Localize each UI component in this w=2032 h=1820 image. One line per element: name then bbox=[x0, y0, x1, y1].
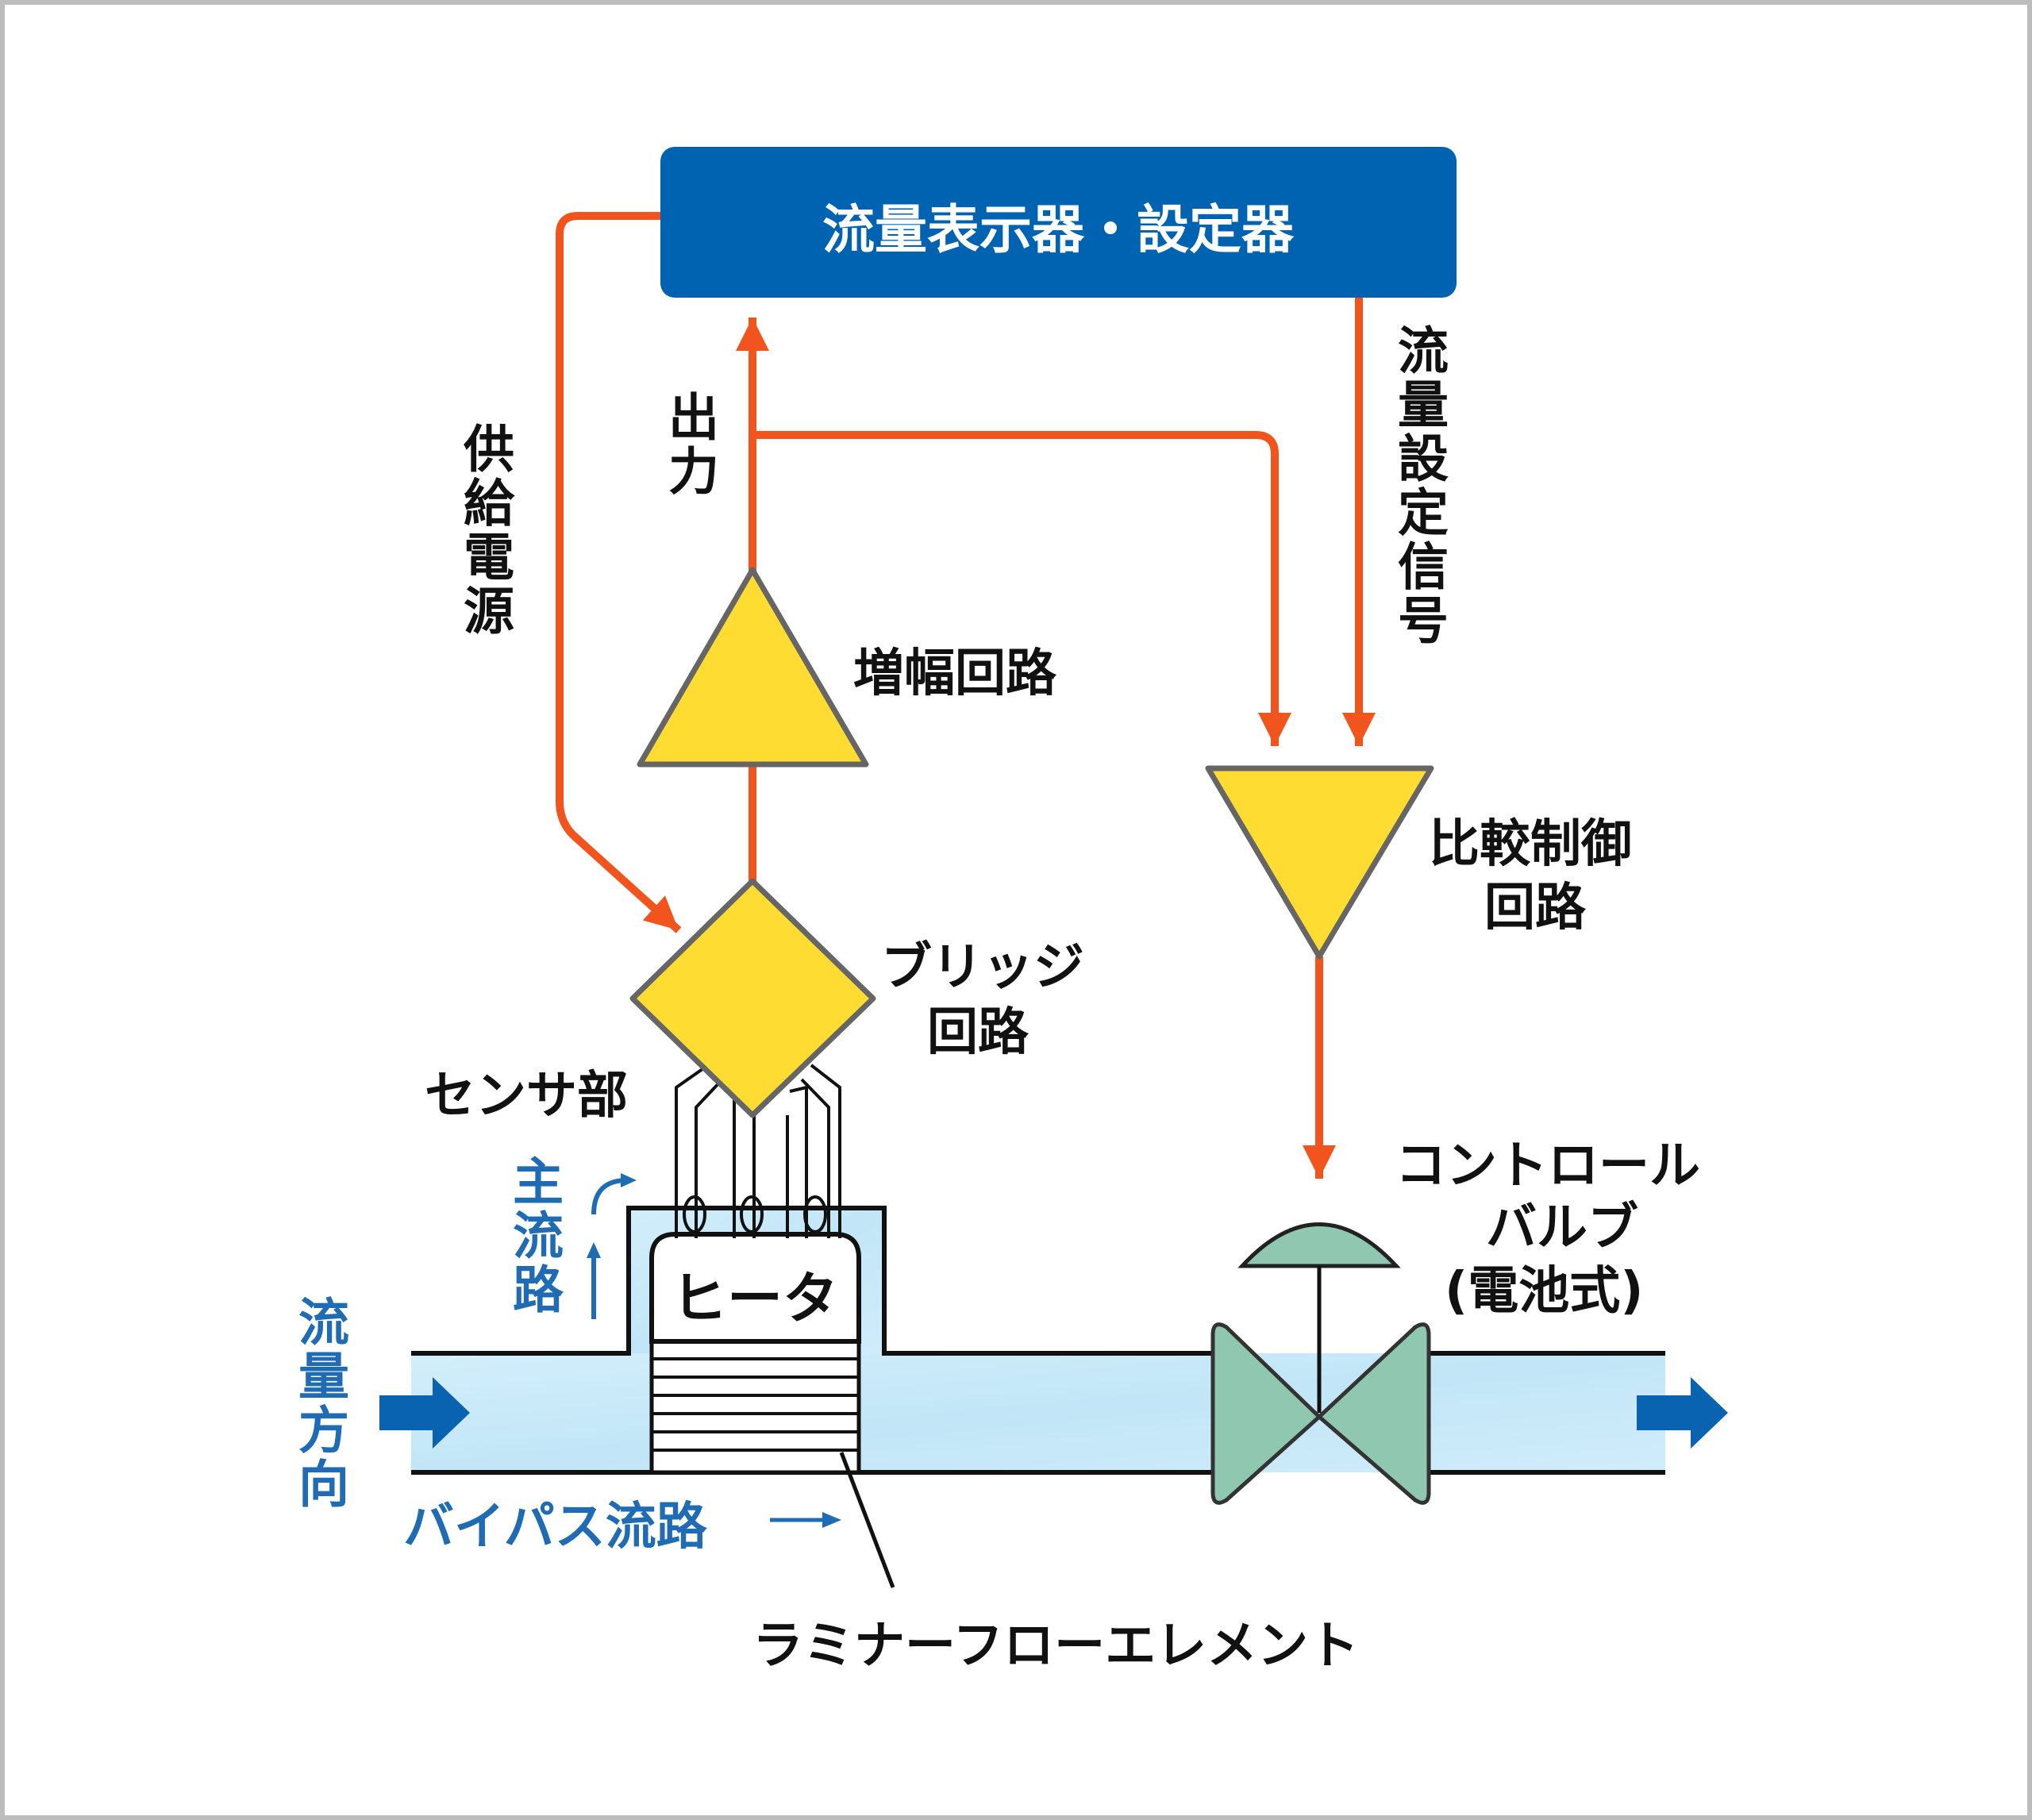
right-arrow-icon bbox=[379, 1377, 470, 1449]
bridge-label-2: 回路 bbox=[927, 1003, 1029, 1062]
laminar-label: ラミナーフローエレメント bbox=[752, 1617, 1359, 1676]
amplifier-triangle bbox=[637, 567, 869, 768]
control-valve bbox=[1210, 1222, 1431, 1505]
valve-label-2: バルブ bbox=[1486, 1199, 1638, 1257]
heater-label: ヒータ bbox=[672, 1266, 838, 1331]
comparator-triangle bbox=[1205, 765, 1434, 960]
branch-line bbox=[752, 431, 1291, 746]
display-label: 流量表示器・設定器 bbox=[822, 199, 1295, 260]
setpoint-signal-label: 流量設定信号 bbox=[1389, 324, 1448, 648]
comparator-label-2: 回路 bbox=[1484, 879, 1587, 937]
heater-box bbox=[649, 1232, 861, 1344]
sensor-wires bbox=[675, 1062, 841, 1238]
power-line bbox=[556, 212, 682, 933]
laminar-flow-element bbox=[649, 1339, 861, 1475]
heater-coils bbox=[683, 1195, 827, 1233]
comparator-label-1: 比較制御 bbox=[1429, 815, 1632, 874]
sensor-label: センサ部 bbox=[425, 1067, 628, 1125]
bridge-diamond bbox=[629, 878, 876, 1118]
signal-lines bbox=[556, 212, 1376, 1179]
supply-power-label: 供給電源 bbox=[455, 422, 514, 638]
main-path-label: 主流路 bbox=[504, 1155, 563, 1317]
bypass-label: バイパス流路 bbox=[403, 1498, 708, 1556]
valve-label-3: (電池式) bbox=[1445, 1262, 1644, 1321]
laminar-leader bbox=[839, 1452, 895, 1588]
bypass-arrow bbox=[770, 1512, 841, 1528]
valve-label-1: コントロール bbox=[1395, 1137, 1700, 1195]
main-flow-arrows bbox=[587, 1173, 637, 1319]
bridge-label-1: ブリッジ bbox=[881, 938, 1084, 997]
amplifier-label: 増幅回路 bbox=[853, 645, 1057, 703]
flow-direction-label: 流量方向 bbox=[290, 1295, 348, 1511]
output-label: 出力 bbox=[660, 391, 718, 498]
right-arrow-icon bbox=[1637, 1377, 1728, 1449]
display-box: 流量表示器・設定器 bbox=[660, 147, 1457, 298]
